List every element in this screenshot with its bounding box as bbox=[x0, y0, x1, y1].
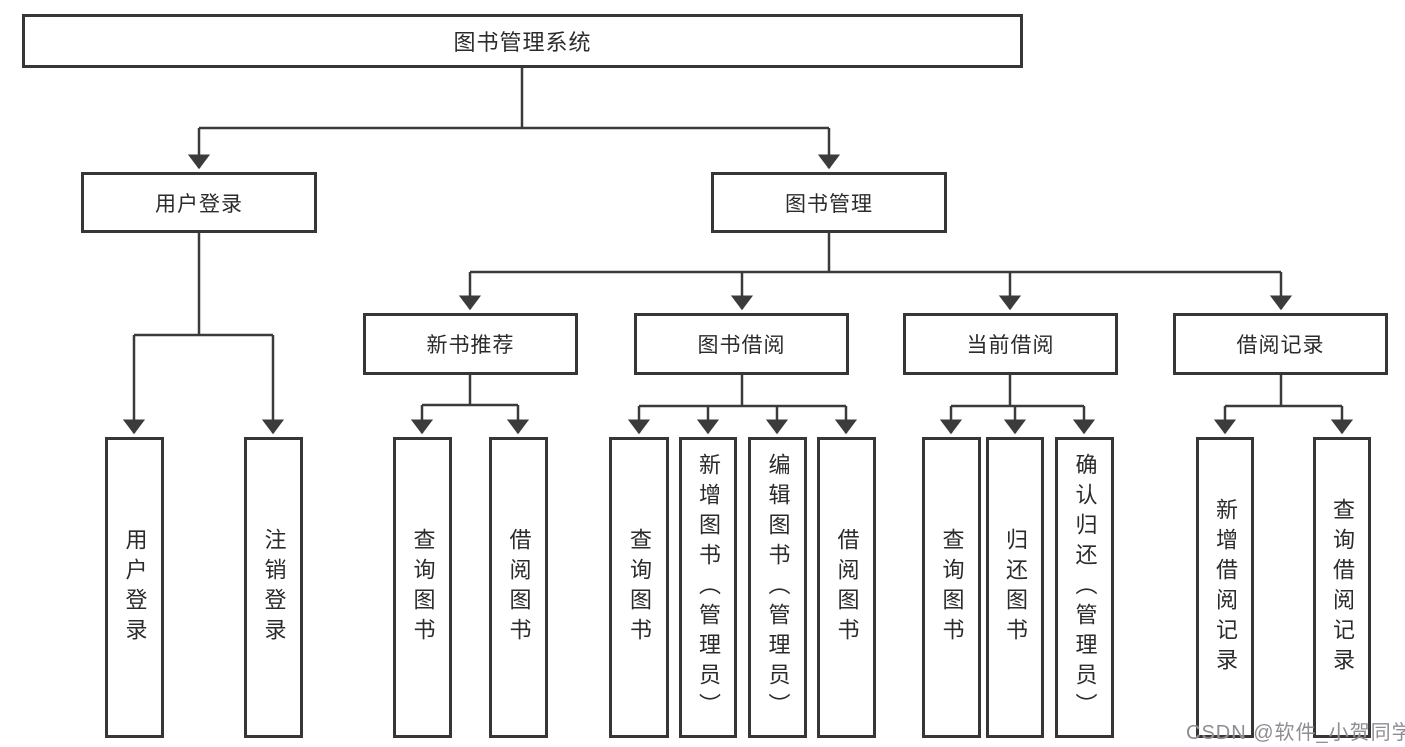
node-label: 查询图书 bbox=[939, 527, 965, 648]
node-label: 编辑图书（管理员） bbox=[765, 452, 791, 723]
node-borrowing-records: 借阅记录 bbox=[1173, 313, 1388, 375]
node-label: 查询借阅记录 bbox=[1330, 497, 1355, 678]
node-new-book-recommend: 新书推荐 bbox=[363, 313, 578, 375]
node-root-system: 图书管理系统 bbox=[22, 14, 1023, 68]
node-book-management-branch: 图书管理 bbox=[711, 172, 947, 233]
leaf-add-book-admin: 新增图书（管理员） bbox=[679, 437, 737, 738]
node-current-borrowing: 当前借阅 bbox=[903, 313, 1118, 375]
leaf-confirm-return-admin: 确认归还（管理员） bbox=[1055, 437, 1114, 738]
node-label: 新增图书（管理员） bbox=[696, 452, 721, 723]
leaf-edit-book-admin: 编辑图书（管理员） bbox=[748, 437, 807, 738]
leaf-return-books: 归还图书 bbox=[986, 437, 1044, 738]
node-label: 图书管理 bbox=[785, 192, 873, 216]
leaf-user-login: 用户登录 bbox=[105, 437, 164, 738]
leaf-query-borrow-record: 查询借阅记录 bbox=[1313, 437, 1371, 738]
leaf-borrow-books: 借阅图书 bbox=[489, 437, 548, 738]
node-label: 用户登录 bbox=[122, 527, 148, 648]
leaf-add-borrow-record: 新增借阅记录 bbox=[1196, 437, 1254, 738]
leaf-logout: 注销登录 bbox=[244, 437, 303, 738]
node-label: 确认归还（管理员） bbox=[1072, 452, 1098, 723]
node-label: 新书推荐 bbox=[426, 334, 515, 357]
node-label: 归还图书 bbox=[1003, 527, 1028, 648]
leaf-query-books: 查询图书 bbox=[393, 437, 452, 738]
leaf-borrow-books: 借阅图书 bbox=[817, 437, 876, 738]
leaf-query-books: 查询图书 bbox=[922, 437, 981, 738]
node-label: 当前借阅 bbox=[966, 334, 1055, 357]
node-label: 查询图书 bbox=[627, 527, 652, 648]
leaf-query-books: 查询图书 bbox=[609, 437, 669, 738]
node-label: 注销登录 bbox=[261, 527, 287, 648]
node-label: 借阅图书 bbox=[834, 527, 860, 648]
node-user-login-branch: 用户登录 bbox=[81, 172, 317, 233]
node-label: 图书管理系统 bbox=[453, 30, 592, 55]
node-label: 查询图书 bbox=[410, 527, 436, 648]
node-label: 用户登录 bbox=[155, 192, 243, 216]
csdn-watermark: CSDN @软件_小贺同学 bbox=[1186, 722, 1405, 744]
node-book-borrowing: 图书借阅 bbox=[634, 313, 849, 375]
node-label: 新增借阅记录 bbox=[1213, 497, 1238, 678]
node-label: 图书借阅 bbox=[697, 334, 786, 357]
node-label: 借阅图书 bbox=[506, 527, 532, 648]
node-label: 借阅记录 bbox=[1236, 334, 1325, 357]
